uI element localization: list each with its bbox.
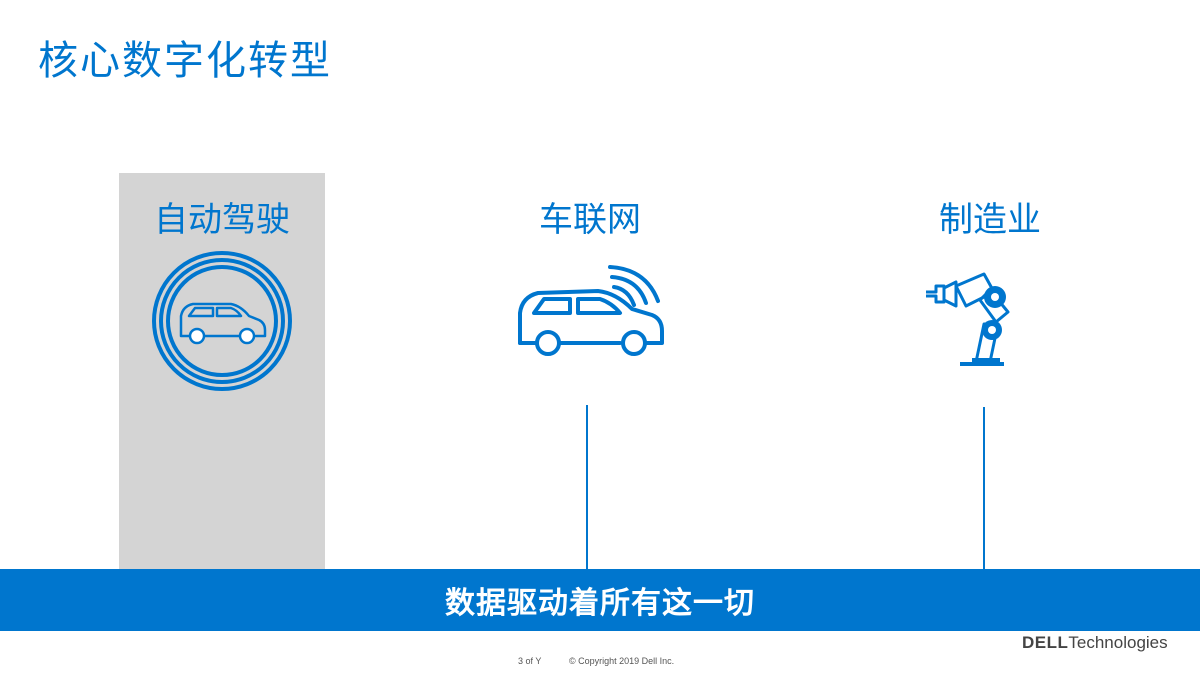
car-in-rings-icon (151, 250, 293, 396)
connected-car-icon (512, 255, 672, 369)
slide-title: 核心数字化转型 (38, 38, 332, 84)
pillar-label-manufacturing: 制造业 (939, 200, 1041, 240)
robot-arm-icon (922, 262, 1026, 372)
page-number: 3 of Y (518, 656, 542, 666)
pillar-label-autonomous-driving: 自动驾驶 (154, 200, 290, 240)
copyright-text: © Copyright 2019 Dell Inc. (569, 656, 675, 666)
dell-technologies-logo: DELLTechnologies (1022, 633, 1168, 653)
connector-line-connected-vehicles (586, 405, 588, 570)
connector-line-manufacturing (983, 407, 985, 570)
logo-brand: DELL (1022, 633, 1069, 652)
banner-text: 数据驱动着所有这一切 (445, 586, 755, 621)
highlight-column (119, 173, 325, 571)
logo-suffix: Technologies (1068, 633, 1168, 652)
pillar-label-connected-vehicles: 车联网 (539, 200, 641, 240)
banner-bar: 数据驱动着所有这一切 (0, 569, 1200, 631)
